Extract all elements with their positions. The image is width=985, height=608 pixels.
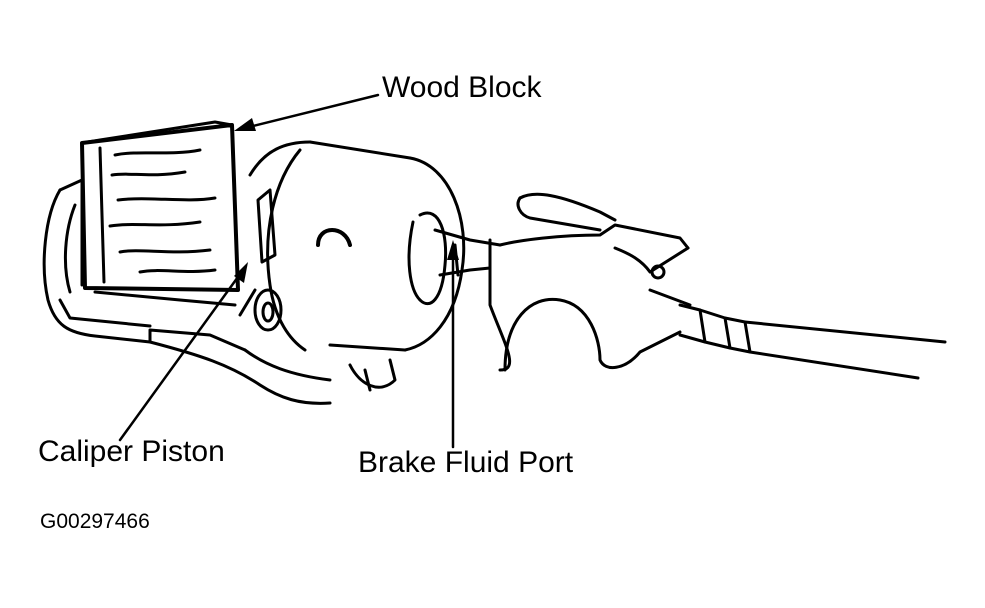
wood-block-label: Wood Block [382,71,542,104]
brake-fluid-port-label: Brake Fluid Port [358,446,574,479]
caliper-piston-label: Caliper Piston [38,435,225,468]
caliper-body [42,178,332,405]
wood-block [80,120,240,292]
caliper-piston-arrowhead [234,262,248,283]
caliper-piston-leader [118,268,245,442]
arrowheads [234,118,459,283]
caliper-piston-body [238,140,466,392]
air-hose [678,303,947,380]
wood-block-arrowhead [234,118,256,131]
wood-block-leader [243,93,380,130]
figure-id: G00297466 [40,510,150,533]
air-nozzle [433,192,692,372]
brake-fluid-port-arrowhead [447,240,459,260]
leader-lines [118,93,455,449]
